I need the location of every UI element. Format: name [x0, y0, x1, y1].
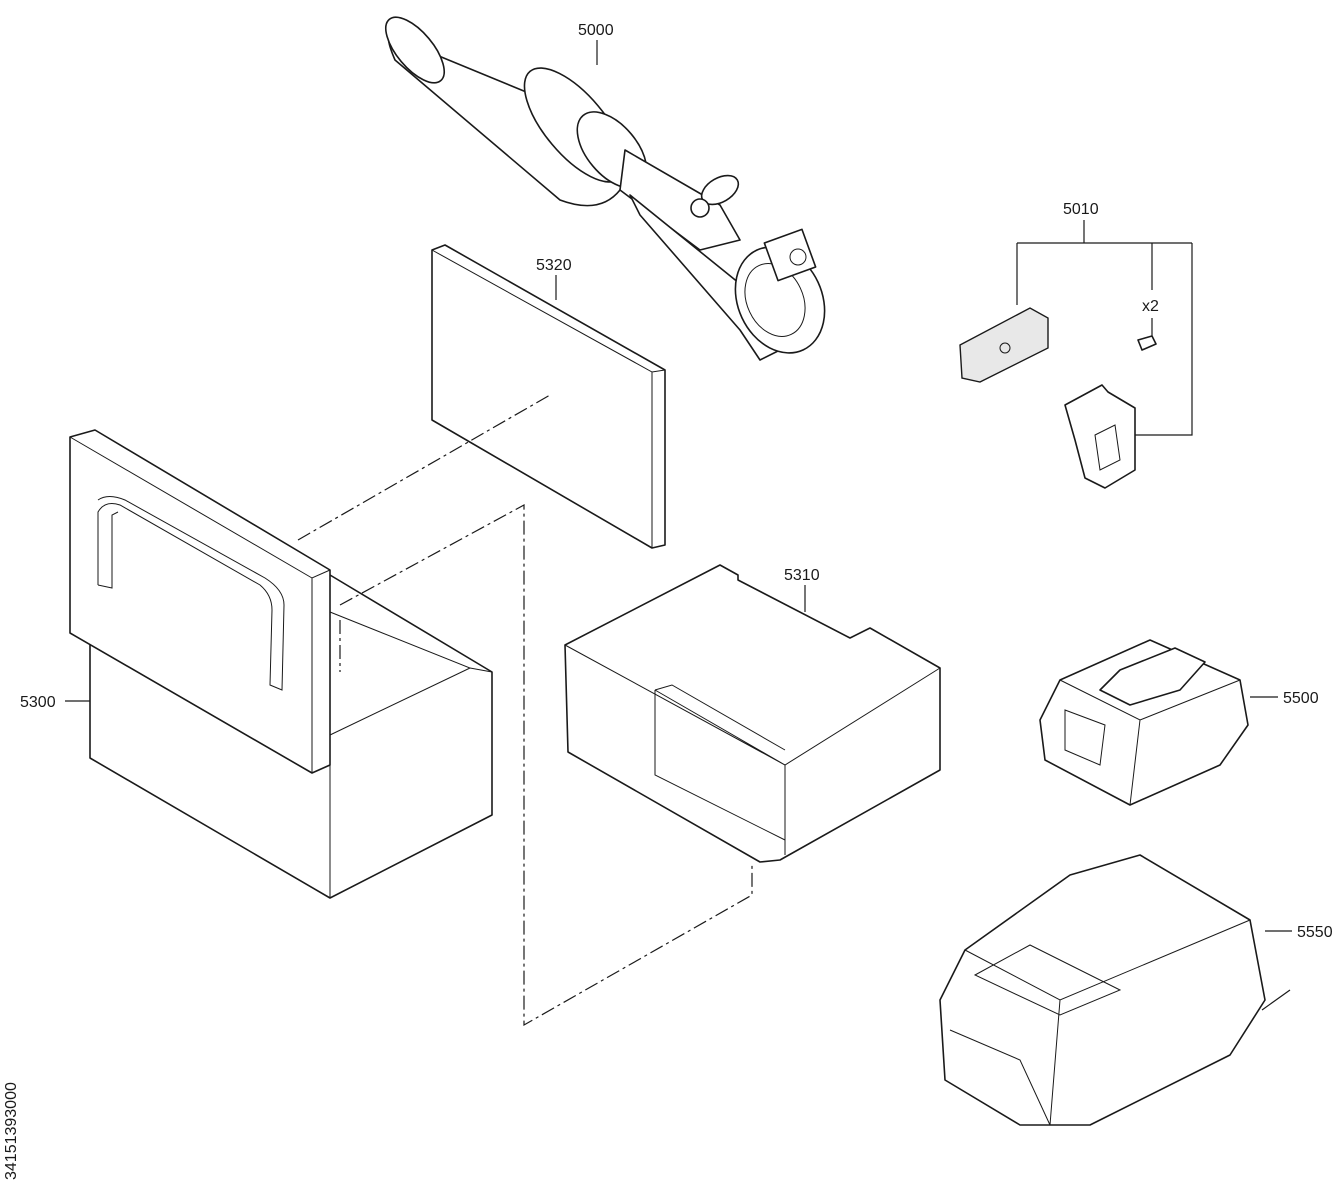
side-handle-5000 — [385, 16, 826, 361]
part-number-5010: 5010 — [1063, 201, 1099, 218]
part-number-5300: 5300 — [20, 694, 56, 711]
case-5300 — [69, 429, 493, 899]
drawing-number: 34151393000 — [3, 1082, 20, 1180]
part-number-5320: 5320 — [536, 257, 572, 274]
part-number-5000: 5000 — [578, 22, 614, 39]
alignment-lines — [297, 394, 753, 1027]
foam-insert-5310 — [564, 564, 941, 863]
belt-clip-set-5010 — [959, 220, 1193, 489]
battery-5500 — [1039, 639, 1249, 806]
part-number-5310: 5310 — [784, 567, 820, 584]
quantity-label: x2 — [1142, 298, 1159, 315]
part-number-5550: 5550 — [1297, 924, 1333, 941]
part-number-5500: 5500 — [1283, 690, 1319, 707]
charger-5550 — [939, 854, 1291, 1126]
